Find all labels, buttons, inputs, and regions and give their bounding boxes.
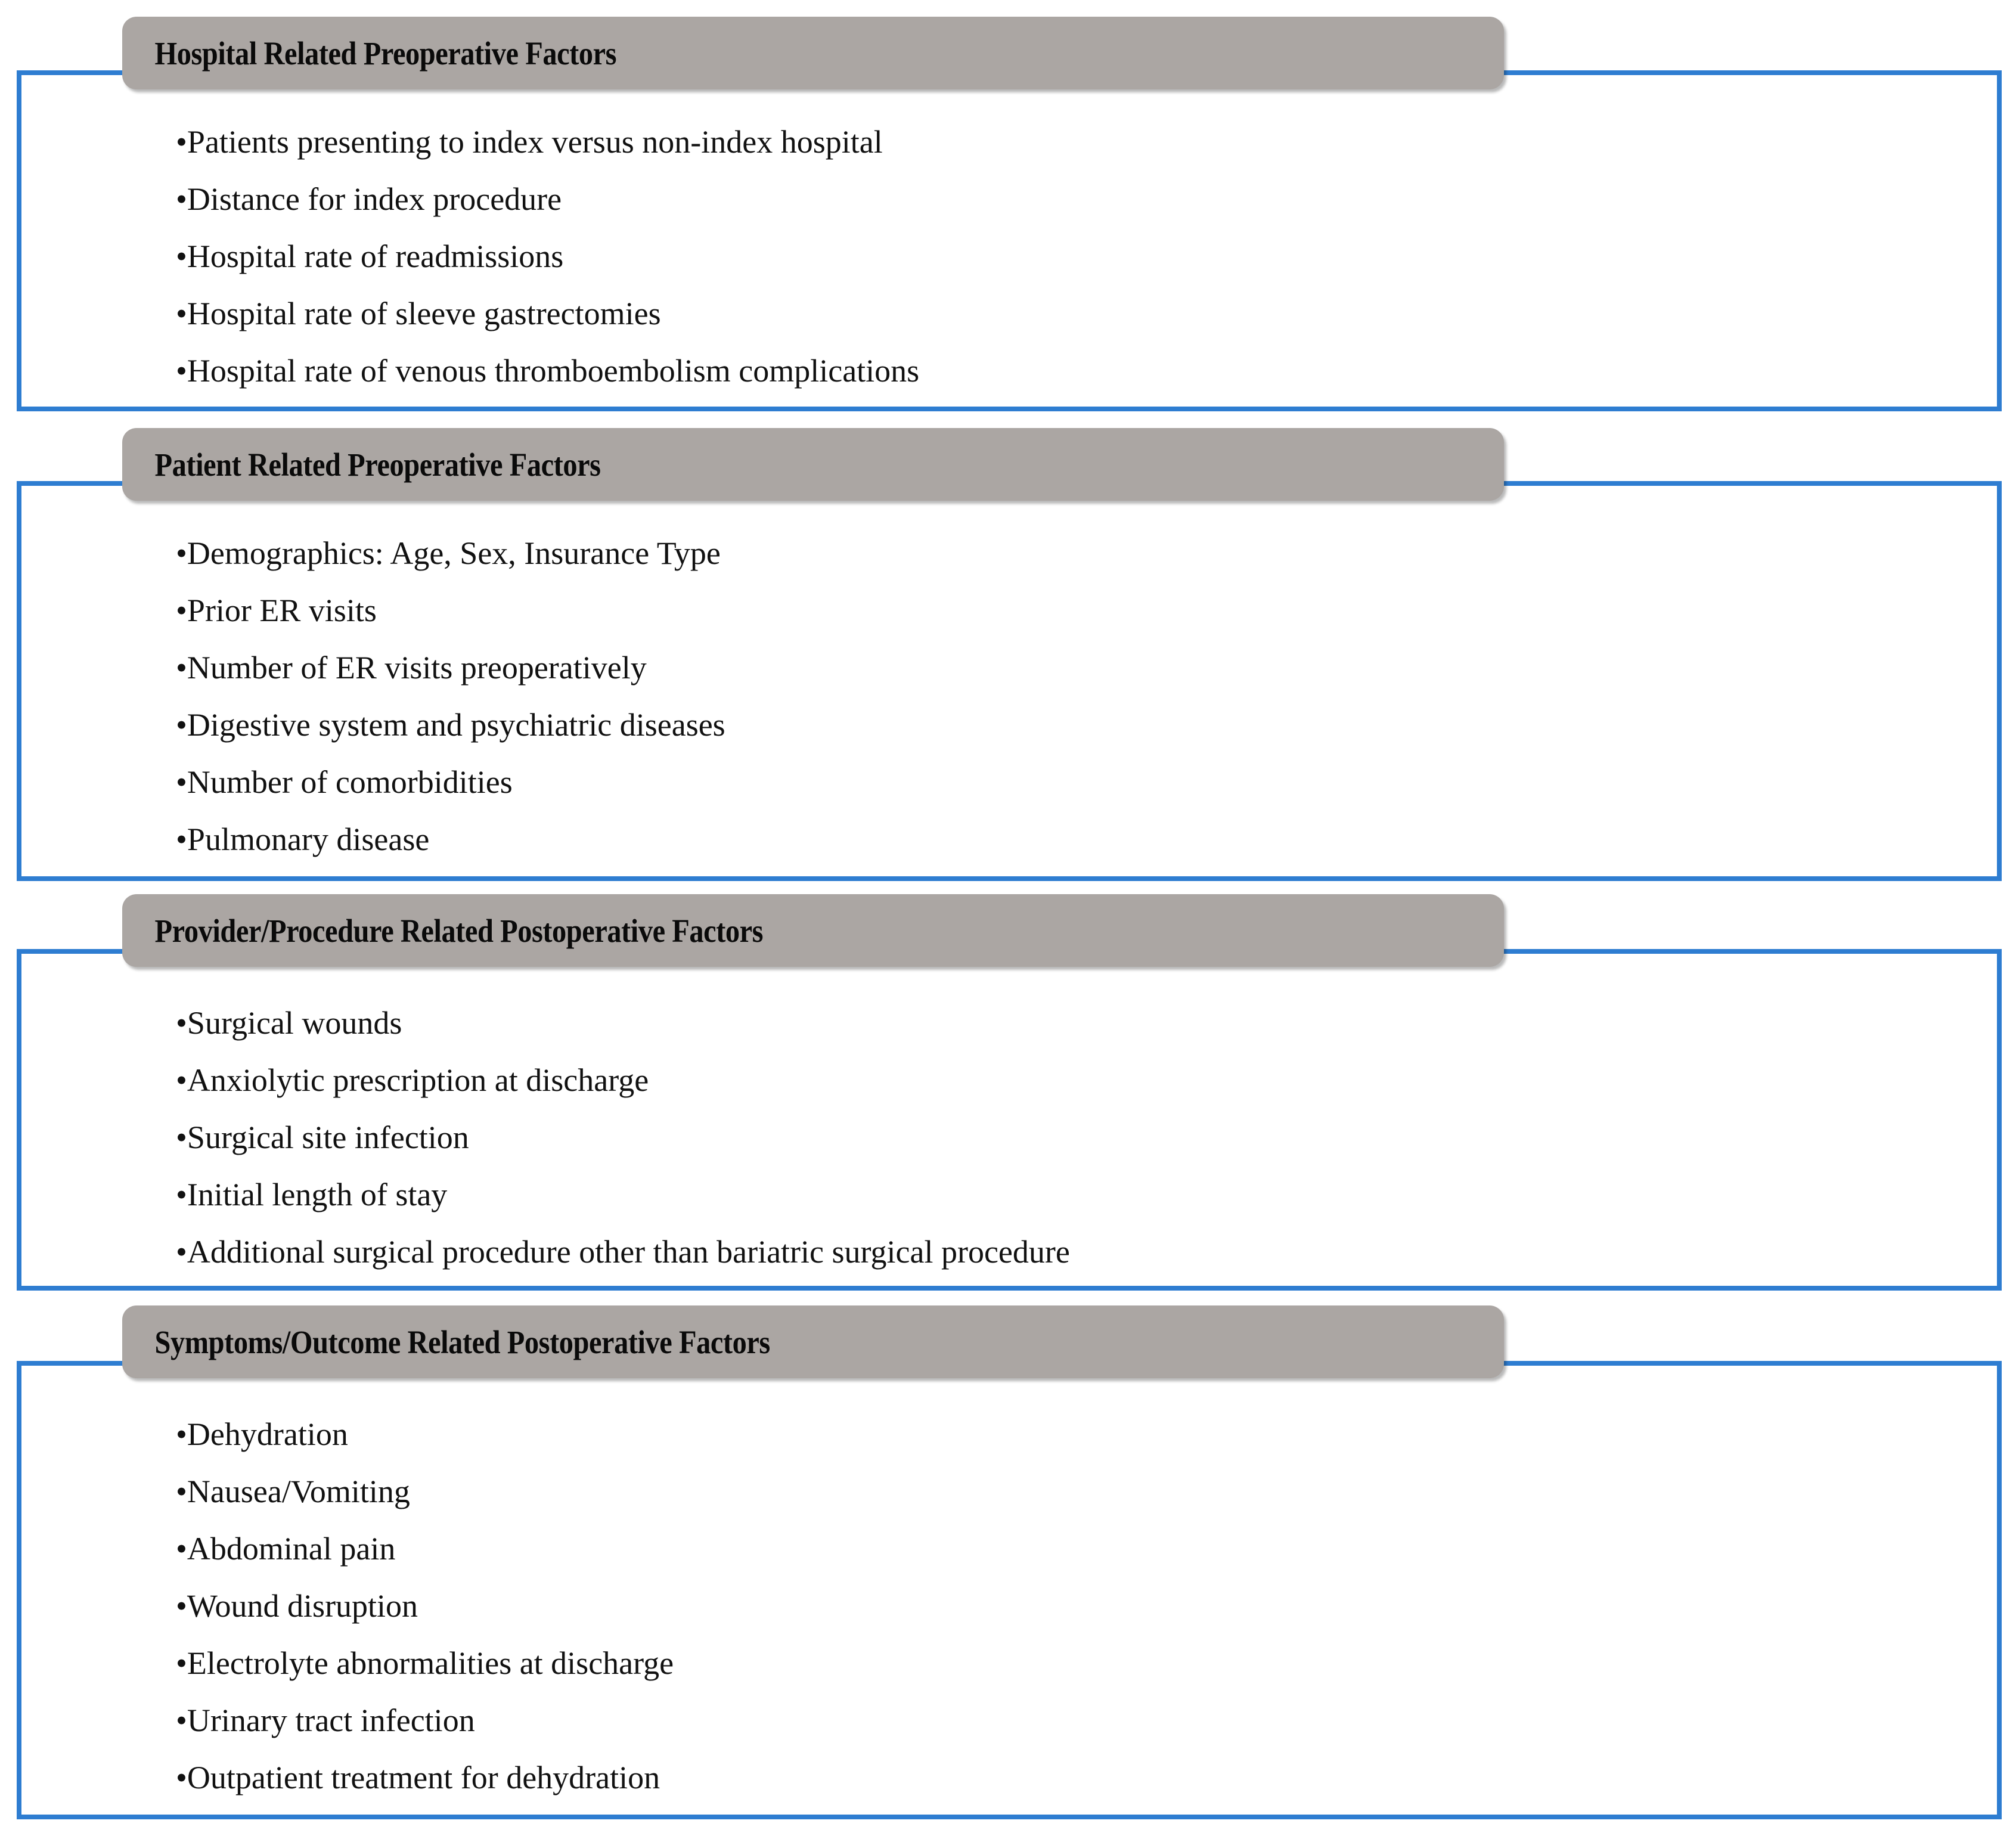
list-item: •Distance for index procedure bbox=[176, 170, 919, 228]
list-item: •Surgical wounds bbox=[176, 994, 1070, 1052]
list-item-label: Outpatient treatment for dehydration bbox=[187, 1760, 660, 1795]
bullet-icon: • bbox=[176, 181, 187, 217]
list-item-label: Additional surgical procedure other than… bbox=[187, 1234, 1070, 1270]
list-item-label: Demographics: Age, Sex, Insurance Type bbox=[187, 535, 721, 571]
bullet-icon: • bbox=[176, 1177, 187, 1212]
panel-header-patient-related-preoperative-factors: Patient Related Preoperative Factors bbox=[122, 428, 1504, 501]
list-item-label: Distance for index procedure bbox=[187, 181, 562, 217]
list-item-label: Urinary tract infection bbox=[187, 1702, 475, 1738]
panel-title: Symptoms/Outcome Related Postoperative F… bbox=[154, 1323, 771, 1360]
list-item-label: Number of comorbidities bbox=[187, 764, 513, 800]
list-item: •Initial length of stay bbox=[176, 1166, 1070, 1223]
list-item: •Number of comorbidities bbox=[176, 753, 725, 811]
panel-title: Patient Related Preoperative Factors bbox=[154, 446, 601, 483]
list-item-label: Anxiolytic prescription at discharge bbox=[187, 1062, 649, 1098]
list-item: •Patients presenting to index versus non… bbox=[176, 113, 919, 170]
list-item: •Hospital rate of sleeve gastrectomies bbox=[176, 285, 919, 342]
list-item: • Anxiolytic prescription at discharge bbox=[176, 1052, 1070, 1109]
list-item-label: Hospital rate of venous thromboembolism … bbox=[187, 353, 920, 389]
list-item-label: Dehydration bbox=[187, 1416, 348, 1452]
panel-header-symptoms-outcome-related-postoperative-factors: Symptoms/Outcome Related Postoperative F… bbox=[122, 1305, 1504, 1378]
list-item: •Demographics: Age, Sex, Insurance Type bbox=[176, 525, 725, 582]
list-item-label: Pulmonary disease bbox=[187, 821, 430, 857]
list-item-label: Surgical site infection bbox=[187, 1119, 469, 1155]
list-item: •Abdominal pain bbox=[176, 1520, 674, 1577]
panel-body-symptoms-outcome-related-postoperative-factors: •Dehydration •Nausea/Vomiting •Abdominal… bbox=[176, 1406, 674, 1806]
list-item: •Digestive system and psychiatric diseas… bbox=[176, 696, 725, 753]
list-item: •Hospital rate of readmissions bbox=[176, 228, 919, 285]
bullet-icon: • bbox=[176, 124, 187, 160]
bullet-icon: • bbox=[176, 238, 187, 274]
list-item-label: Hospital rate of readmissions bbox=[187, 238, 564, 274]
bullet-icon: • bbox=[176, 1005, 187, 1041]
list-item-label: Hospital rate of sleeve gastrectomies bbox=[187, 296, 661, 331]
panel-header-hospital-related-preoperative-factors: Hospital Related Preoperative Factors bbox=[122, 17, 1504, 89]
bullet-icon: • bbox=[176, 821, 187, 857]
bullet-icon: • bbox=[176, 1474, 187, 1509]
list-item: •Additional surgical procedure other tha… bbox=[176, 1223, 1070, 1280]
bullet-icon: • bbox=[176, 353, 187, 389]
list-item: •Dehydration bbox=[176, 1406, 674, 1463]
list-item-label: Number of ER visits preoperatively bbox=[187, 650, 647, 686]
list-item: •Pulmonary disease bbox=[176, 811, 725, 868]
list-item: •Nausea/Vomiting bbox=[176, 1463, 674, 1520]
list-item-label: Patients presenting to index versus non-… bbox=[187, 124, 883, 160]
list-item: •Outpatient treatment for dehydration bbox=[176, 1749, 674, 1806]
bullet-icon: • bbox=[176, 1062, 187, 1098]
list-item-label: Electrolyte abnormalities at discharge bbox=[187, 1645, 674, 1681]
bullet-icon: • bbox=[176, 1234, 187, 1270]
bullet-icon: • bbox=[176, 593, 187, 628]
bullet-icon: • bbox=[176, 1645, 187, 1681]
list-item-label: Initial length of stay bbox=[187, 1177, 448, 1212]
panel-title: Provider/Procedure Related Postoperative… bbox=[154, 912, 764, 949]
list-item-label: Digestive system and psychiatric disease… bbox=[187, 707, 725, 743]
bullet-icon: • bbox=[176, 535, 187, 571]
bullet-icon: • bbox=[176, 764, 187, 800]
bullet-icon: • bbox=[176, 1588, 187, 1624]
list-item: •Urinary tract infection bbox=[176, 1692, 674, 1749]
panel-body-patient-related-preoperative-factors: •Demographics: Age, Sex, Insurance Type … bbox=[176, 525, 725, 868]
bullet-icon: • bbox=[176, 1760, 187, 1795]
list-item: •Wound disruption bbox=[176, 1577, 674, 1635]
list-item: •Prior ER visits bbox=[176, 582, 725, 639]
panel-header-provider-procedure-related-postoperative-factors: Provider/Procedure Related Postoperative… bbox=[122, 894, 1504, 967]
list-item: •Number of ER visits preoperatively bbox=[176, 639, 725, 696]
list-item: •Hospital rate of venous thromboembolism… bbox=[176, 342, 919, 399]
bullet-icon: • bbox=[176, 707, 187, 743]
list-item-label: Abdominal pain bbox=[187, 1531, 396, 1567]
bullet-icon: • bbox=[176, 1119, 187, 1155]
bullet-icon: • bbox=[176, 650, 187, 686]
panel-body-hospital-related-preoperative-factors: •Patients presenting to index versus non… bbox=[176, 113, 919, 399]
list-item-label: Surgical wounds bbox=[187, 1005, 402, 1041]
list-item-label: Prior ER visits bbox=[187, 593, 377, 628]
list-item: •Electrolyte abnormalities at discharge bbox=[176, 1635, 674, 1692]
panel-title: Hospital Related Preoperative Factors bbox=[154, 35, 617, 72]
bullet-icon: • bbox=[176, 1702, 187, 1738]
bullet-icon: • bbox=[176, 1416, 187, 1452]
bullet-icon: • bbox=[176, 1531, 187, 1567]
list-item: •Surgical site infection bbox=[176, 1109, 1070, 1166]
list-item-label: Nausea/Vomiting bbox=[187, 1474, 410, 1509]
panel-body-provider-procedure-related-postoperative-factors: •Surgical wounds • Anxiolytic prescripti… bbox=[176, 994, 1070, 1280]
list-item-label: Wound disruption bbox=[187, 1588, 418, 1624]
bullet-icon: • bbox=[176, 296, 187, 331]
